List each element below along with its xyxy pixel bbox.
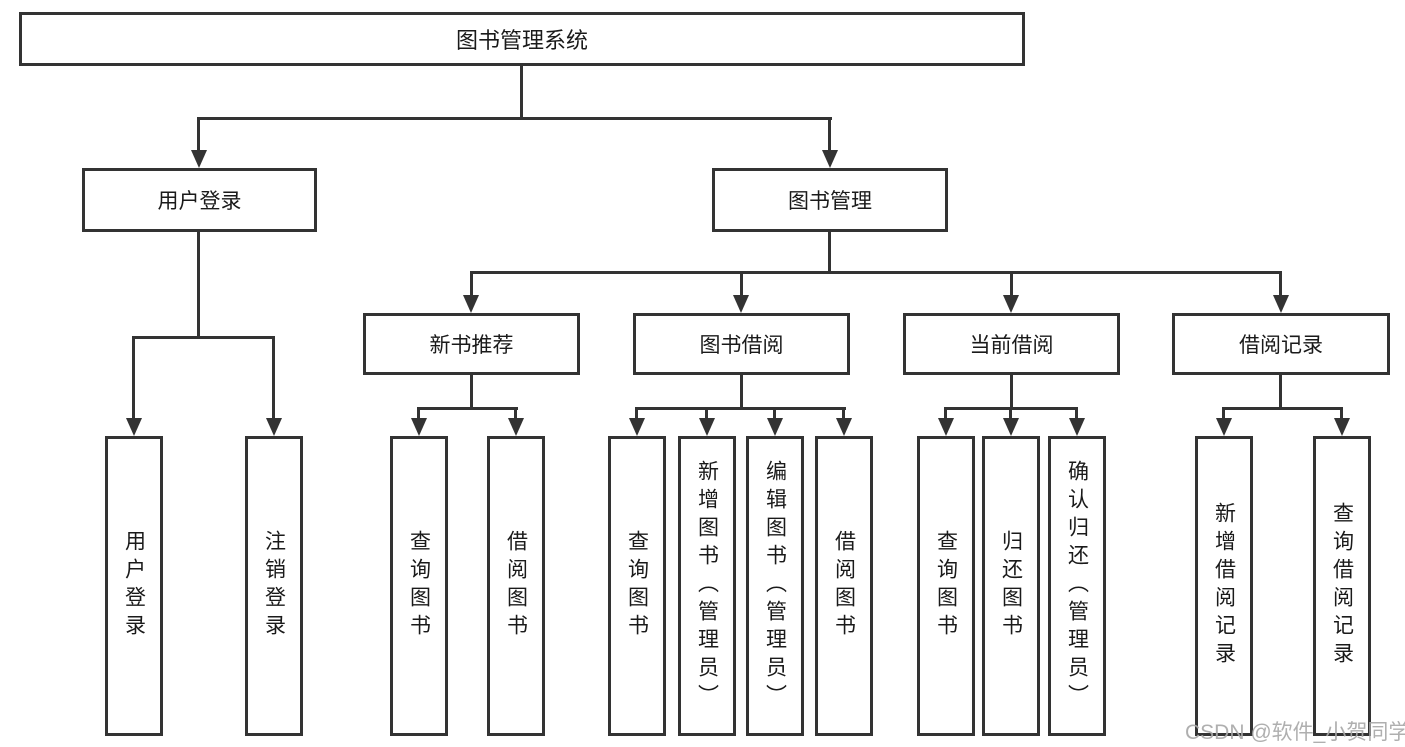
arrowhead-leaf <box>767 418 783 436</box>
leaf-query-books-current-label: 查询图书 <box>934 530 958 642</box>
node-borrowing-records: 借阅记录 <box>1172 313 1390 375</box>
leaf-borrow-books-recommend: 借阅图书 <box>487 436 545 736</box>
connector-leaf-stem <box>272 336 275 420</box>
node-current-borrowing: 当前借阅 <box>903 313 1120 375</box>
csdn-watermark: CSDN @软件_小贺同学 <box>1185 721 1405 744</box>
leaf-confirm-return-admin: 确认归还（管理员） <box>1048 436 1106 736</box>
node-current-borrowing-label: 当前借阅 <box>969 334 1054 357</box>
arrowhead-book-borrow <box>733 295 749 313</box>
leaf-query-books-recommend: 查询图书 <box>390 436 448 736</box>
leaf-add-books-admin: 新增图书（管理员） <box>678 436 736 736</box>
leaf-query-books-recommend-label: 查询图书 <box>407 530 431 642</box>
node-new-book-recommend-label: 新书推荐 <box>429 334 514 357</box>
leaf-borrow-books: 借阅图书 <box>815 436 873 736</box>
connector-borrow-record-down <box>1279 375 1282 410</box>
connector-leaf-stem <box>705 407 708 421</box>
leaf-confirm-return-admin-label: 确认归还（管理员） <box>1065 460 1089 712</box>
arrowhead-leaf <box>411 418 427 436</box>
arrowhead-leaf <box>266 418 282 436</box>
connector-book-borrow-stem <box>740 271 743 298</box>
node-library-management-system: 图书管理系统 <box>19 12 1025 66</box>
arrowhead-leaf <box>938 418 954 436</box>
arrowhead-leaf <box>1216 418 1232 436</box>
connector-book-borrow-down <box>740 375 743 410</box>
connector-book-mgmt-stem <box>828 117 831 153</box>
connector-borrow-record-bus <box>1222 407 1343 410</box>
leaf-query-books-borrowing: 查询图书 <box>608 436 666 736</box>
arrowhead-book-mgmt <box>822 150 838 168</box>
leaf-logout-label: 注销登录 <box>262 530 286 642</box>
connector-leaf-stem <box>842 407 845 421</box>
arrowhead-user-login <box>191 150 207 168</box>
leaf-borrow-books-label: 借阅图书 <box>832 530 856 642</box>
arrowhead-leaf <box>836 418 852 436</box>
leaf-query-borrow-record: 查询借阅记录 <box>1313 436 1371 736</box>
connector-user-login-stem <box>197 117 200 153</box>
leaf-query-books-borrowing-label: 查询图书 <box>625 530 649 642</box>
connector-leaf-stem <box>417 407 420 421</box>
node-user-login: 用户登录 <box>82 168 317 232</box>
connector-borrow-record-stem <box>1279 271 1282 298</box>
leaf-return-books-label: 归还图书 <box>999 530 1023 642</box>
node-library-management-system-label: 图书管理系统 <box>455 28 588 53</box>
connector-new-book-bus <box>417 407 518 410</box>
arrowhead-leaf <box>1003 418 1019 436</box>
node-new-book-recommend: 新书推荐 <box>363 313 580 375</box>
connector-user-login-bus <box>132 336 275 339</box>
arrowhead-current-borrow <box>1003 295 1019 313</box>
arrowhead-leaf <box>1334 418 1350 436</box>
node-book-management: 图书管理 <box>712 168 948 232</box>
connector-book-borrow-bus <box>635 407 846 410</box>
connector-current-borrow-down <box>1010 375 1013 410</box>
leaf-add-borrow-record-label: 新增借阅记录 <box>1212 502 1236 670</box>
arrowhead-leaf <box>1069 418 1085 436</box>
leaf-query-books-current: 查询图书 <box>917 436 975 736</box>
arrowhead-new-book <box>463 295 479 313</box>
connector-book-mgmt-down <box>828 232 831 274</box>
leaf-add-books-admin-label: 新增图书（管理员） <box>695 460 719 712</box>
connector-leaf-stem <box>132 336 135 420</box>
connector-leaf-stem <box>1009 407 1012 421</box>
node-book-borrowing: 图书借阅 <box>633 313 850 375</box>
connector-leaf-stem <box>1340 407 1343 421</box>
arrowhead-leaf <box>126 418 142 436</box>
leaf-edit-books-admin-label: 编辑图书（管理员） <box>763 460 787 712</box>
connector-current-borrow-stem <box>1010 271 1013 298</box>
leaf-query-borrow-record-label: 查询借阅记录 <box>1330 502 1354 670</box>
leaf-logout: 注销登录 <box>245 436 303 736</box>
node-book-management-label: 图书管理 <box>788 190 872 213</box>
arrowhead-leaf <box>508 418 524 436</box>
connector-leaf-stem <box>773 407 776 421</box>
connector-leaf-stem <box>1075 407 1078 421</box>
connector-root-stem <box>520 66 523 120</box>
connector-root-bus <box>197 117 832 120</box>
connector-new-book-down <box>470 375 473 410</box>
connector-leaf-stem <box>635 407 638 421</box>
connector-book-mgmt-bus <box>470 271 1282 274</box>
leaf-borrow-books-recommend-label: 借阅图书 <box>504 530 528 642</box>
connector-leaf-stem <box>1222 407 1225 421</box>
connector-user-login-down <box>197 232 200 339</box>
arrowhead-leaf <box>629 418 645 436</box>
leaf-return-books: 归还图书 <box>982 436 1040 736</box>
connector-new-book-stem <box>470 271 473 298</box>
node-borrowing-records-label: 借阅记录 <box>1239 334 1323 357</box>
leaf-user-login: 用户登录 <box>105 436 163 736</box>
arrowhead-leaf <box>699 418 715 436</box>
connector-leaf-stem <box>944 407 947 421</box>
connector-leaf-stem <box>514 407 517 421</box>
arrowhead-borrow-record <box>1273 295 1289 313</box>
node-user-login-label: 用户登录 <box>157 190 242 213</box>
leaf-user-login-label: 用户登录 <box>122 530 146 642</box>
leaf-edit-books-admin: 编辑图书（管理员） <box>746 436 804 736</box>
leaf-add-borrow-record: 新增借阅记录 <box>1195 436 1253 736</box>
node-book-borrowing-label: 图书借阅 <box>699 334 784 357</box>
